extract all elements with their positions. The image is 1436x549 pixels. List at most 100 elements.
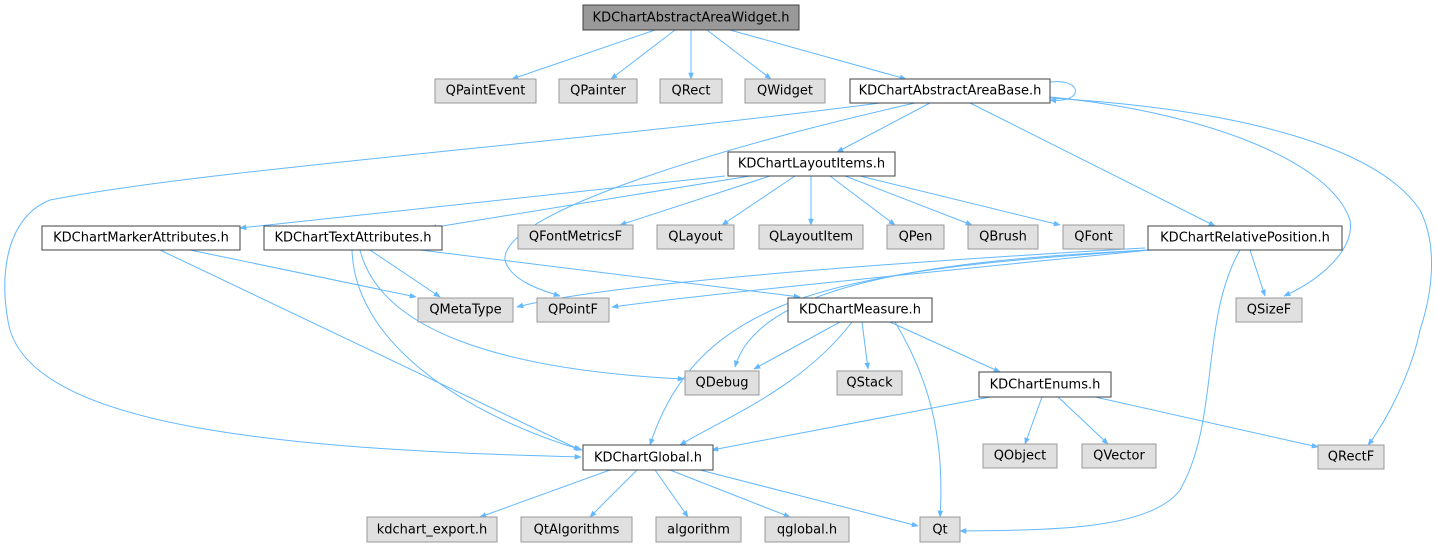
node-algorithm[interactable]: algorithm bbox=[655, 516, 742, 543]
edge-layoutitems-markerattrs bbox=[239, 175, 726, 231]
node-qfontmetricsf[interactable]: QFontMetricsF bbox=[517, 224, 634, 250]
edge-markerattrs-qmetatype bbox=[189, 249, 417, 299]
node-qrect[interactable]: QRect bbox=[659, 78, 723, 104]
node-kdchartmarkerattributes[interactable]: KDChartMarkerAttributes.h bbox=[41, 225, 241, 251]
node-qfont[interactable]: QFont bbox=[1062, 224, 1125, 250]
edge-layoutitems-qpen bbox=[829, 175, 896, 226]
node-label: algorithm bbox=[667, 523, 730, 538]
node-qstack[interactable]: QStack bbox=[836, 370, 903, 396]
edge-root-qpaintevent bbox=[511, 29, 656, 80]
node-qpaintevent[interactable]: QPaintEvent bbox=[434, 78, 537, 104]
edge-measure-qstack bbox=[861, 321, 870, 370]
edge-relpos-qdebug bbox=[734, 249, 1149, 368]
node-label: QPaintEvent bbox=[446, 84, 526, 99]
edge-global-algorithm bbox=[654, 469, 689, 518]
edge-textattrs-qmetatype bbox=[369, 249, 441, 298]
node-label: QLayoutItem bbox=[769, 230, 853, 245]
edge-measure-global bbox=[679, 321, 853, 446]
node-qtalgorithms[interactable]: QtAlgorithms bbox=[520, 516, 633, 543]
node-qobject[interactable]: QObject bbox=[982, 443, 1058, 469]
edge-textattrs-measure bbox=[419, 249, 801, 300]
node-label: QBrush bbox=[979, 230, 1027, 245]
node-kdchart-export[interactable]: kdchart_export.h bbox=[366, 516, 498, 543]
node-qvector[interactable]: QVector bbox=[1081, 443, 1157, 469]
node-label: qglobal.h bbox=[777, 523, 837, 538]
node-qlayout[interactable]: QLayout bbox=[656, 224, 735, 250]
edge-relpos-qpointf bbox=[611, 249, 1151, 309]
node-label: QtAlgorithms bbox=[534, 523, 620, 538]
node-kdchartmeasure[interactable]: KDChartMeasure.h bbox=[787, 297, 933, 323]
edge-layoutitems-qfontmetricsf bbox=[619, 175, 771, 226]
edge-textattrs-qdebug bbox=[359, 249, 685, 382]
node-kdchartglobal[interactable]: KDChartGlobal.h bbox=[582, 444, 714, 471]
edge-relpos-global bbox=[649, 249, 1149, 446]
edges bbox=[4, 29, 1433, 534]
node-kdchartabstractareabase[interactable]: KDChartAbstractAreaBase.h bbox=[849, 78, 1051, 104]
node-label: QWidget bbox=[757, 84, 813, 99]
edge-measure-enums bbox=[889, 321, 1001, 373]
node-label: kdchart_export.h bbox=[377, 523, 488, 538]
edge-layoutitems-qfont bbox=[859, 175, 1061, 227]
node-label: QRectF bbox=[1328, 450, 1374, 465]
node-label: KDChartMarkerAttributes.h bbox=[53, 231, 229, 246]
node-label: QDebug bbox=[696, 376, 749, 391]
edge-areabase-global bbox=[4, 102, 881, 460]
node-qt[interactable]: Qt bbox=[919, 516, 961, 543]
edge-measure-qdebug bbox=[753, 321, 841, 370]
node-label: KDChartMeasure.h bbox=[799, 303, 921, 318]
edge-layoutitems-qlayout bbox=[721, 175, 796, 226]
node-label: KDChartTextAttributes.h bbox=[274, 231, 431, 246]
node-label: QMetaType bbox=[429, 303, 501, 318]
node-label: Qt bbox=[932, 523, 947, 538]
node-kdchartabstractareawidget[interactable]: KDChartAbstractAreaWidget.h bbox=[582, 4, 800, 31]
node-label: QLayout bbox=[668, 230, 722, 245]
node-label: KDChartGlobal.h bbox=[594, 451, 702, 466]
node-qdebug[interactable]: QDebug bbox=[684, 370, 760, 396]
edge-areabase-qpointf bbox=[504, 102, 916, 297]
edge-global-qt bbox=[699, 469, 919, 528]
node-label: QVector bbox=[1093, 449, 1145, 464]
node-kdchartenums[interactable]: KDChartEnums.h bbox=[978, 371, 1112, 398]
edge-layoutitems-qbrush bbox=[844, 175, 973, 226]
edge-areabase-qsizef bbox=[1039, 95, 1351, 297]
node-qpen[interactable]: QPen bbox=[886, 224, 945, 250]
edge-root-areabase bbox=[729, 29, 907, 81]
edge-root-qpainter bbox=[610, 29, 676, 80]
node-label: QFontMetricsF bbox=[529, 230, 622, 245]
edge-measure-qt bbox=[894, 321, 944, 518]
node-kdchartlayoutitems[interactable]: KDChartLayoutItems.h bbox=[727, 151, 896, 177]
edge-enums-qobject bbox=[1024, 396, 1043, 445]
node-qrectf[interactable]: QRectF bbox=[1317, 444, 1385, 470]
node-qglobal[interactable]: qglobal.h bbox=[764, 516, 850, 543]
edge-areabase-layoutitems bbox=[836, 102, 931, 153]
node-qlayoutitem[interactable]: QLayoutItem bbox=[758, 224, 864, 250]
node-label: QObject bbox=[994, 449, 1047, 464]
node-label: QPainter bbox=[570, 84, 626, 99]
edge-enums-qvector bbox=[1057, 396, 1109, 445]
node-qwidget[interactable]: QWidget bbox=[744, 78, 826, 104]
edge-global-qglobal bbox=[669, 469, 791, 518]
node-label: QRect bbox=[672, 84, 711, 99]
node-kdcharttextattributes[interactable]: KDChartTextAttributes.h bbox=[263, 225, 443, 251]
edge-areabase-qrectf bbox=[1049, 97, 1433, 446]
edge-global-kdchart-export bbox=[479, 469, 611, 518]
node-qmetatype[interactable]: QMetaType bbox=[417, 297, 514, 323]
node-kdchartrelativeposition[interactable]: KDChartRelativePosition.h bbox=[1147, 225, 1343, 251]
node-label: KDChartRelativePosition.h bbox=[1160, 231, 1330, 246]
node-label: QStack bbox=[846, 376, 893, 391]
edge-markerattrs-global bbox=[159, 249, 581, 451]
node-label: QPointF bbox=[548, 303, 598, 318]
node-label: KDChartEnums.h bbox=[990, 378, 1101, 393]
edge-enums-global bbox=[711, 396, 991, 452]
node-label: KDChartAbstractAreaBase.h bbox=[859, 84, 1042, 99]
node-qpointf[interactable]: QPointF bbox=[536, 297, 610, 323]
edge-areabase-self bbox=[1049, 81, 1076, 104]
edge-relpos-qt bbox=[959, 249, 1241, 534]
node-label: QFont bbox=[1074, 230, 1113, 245]
node-qsizef[interactable]: QSizeF bbox=[1235, 297, 1303, 323]
node-qbrush[interactable]: QBrush bbox=[967, 224, 1039, 250]
node-qpainter[interactable]: QPainter bbox=[558, 78, 638, 104]
edge-root-qwidget bbox=[706, 29, 772, 80]
edge-global-qtalgorithms bbox=[589, 469, 638, 518]
